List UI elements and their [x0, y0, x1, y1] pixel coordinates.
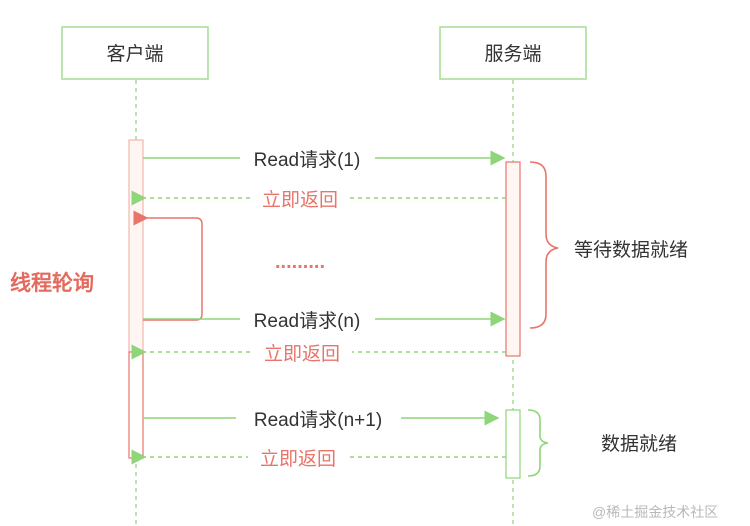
client-activation-bar-2	[128, 351, 144, 459]
polling-label: 线程轮询	[10, 271, 94, 295]
client-label: 客户端	[106, 43, 163, 65]
server-activation-bar-1	[505, 161, 521, 357]
server-label: 服务端	[484, 43, 541, 65]
request-label-n1: Read请求(n+1)	[254, 409, 382, 431]
return-label-n1: 立即返回	[260, 448, 336, 470]
ready-label: 数据就绪	[601, 433, 677, 455]
polling-loop-arrow	[133, 210, 203, 321]
waiting-label: 等待数据就绪	[574, 239, 688, 261]
client-activation-bar-1	[128, 139, 144, 353]
return-label-n: 立即返回	[264, 343, 340, 365]
ellipsis: .........	[275, 251, 325, 273]
server-box	[439, 26, 587, 80]
ready-brace	[527, 409, 549, 477]
watermark: @稀土掘金技术社区	[592, 504, 718, 520]
return-label-1: 立即返回	[262, 189, 338, 211]
client-box	[61, 26, 209, 80]
request-label-n: Read请求(n)	[254, 310, 361, 332]
request-label-1: Read请求(1)	[254, 149, 361, 171]
waiting-brace	[529, 161, 559, 329]
server-activation-bar-2	[505, 409, 521, 479]
